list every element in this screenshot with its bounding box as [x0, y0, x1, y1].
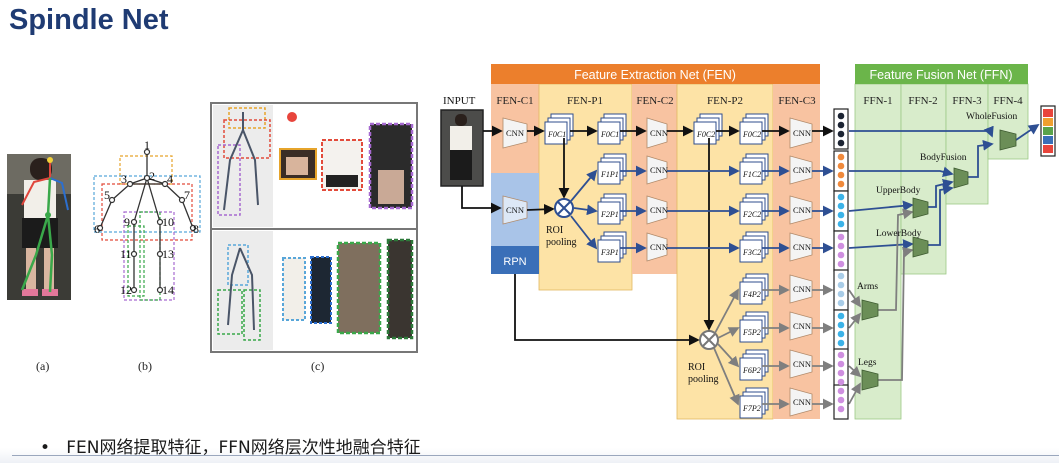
- feature-label: F2P1: [600, 210, 619, 219]
- node-arms: Arms: [857, 282, 878, 292]
- cnn-label: CNN: [650, 128, 668, 138]
- divider-rule: [12, 455, 1059, 456]
- cnn-label: CNN: [793, 242, 811, 252]
- col-ffn-4: FFN-4: [993, 95, 1023, 107]
- keypoint-14: 14: [162, 283, 174, 297]
- feature-vectors: [833, 108, 849, 420]
- fen-header-label: Feature Extraction Net (FEN): [574, 68, 736, 82]
- keypoint-12: 12: [120, 283, 132, 297]
- node-lowerbody: LowerBody: [876, 229, 922, 239]
- feature-label: F6P2: [742, 366, 761, 375]
- cnn-label: CNN: [650, 242, 668, 252]
- roi-label: ROI: [688, 362, 705, 373]
- cnn-label: CNN: [506, 205, 524, 215]
- slide-title: Spindle Net: [9, 4, 169, 36]
- keypoint-labels: 1 2 3 4 5 6 7 8 9 10 11 13 12 14: [94, 138, 199, 297]
- bullet-text: FEN网络提取特征，FFN网络层次性地融合特征: [66, 438, 421, 458]
- ffn-header: [855, 64, 1028, 84]
- keypoint-1: 1: [144, 138, 150, 152]
- feature-label: F2C2: [742, 210, 761, 219]
- feature-label: F3C2: [742, 248, 761, 257]
- black-arrows: [461, 125, 834, 346]
- feature-label: F0C1: [600, 130, 619, 139]
- col-fen-c1: FEN-C1: [496, 95, 533, 107]
- ffn-header-label: Feature Fusion Net (FFN): [869, 68, 1012, 82]
- node-upperbody: UpperBody: [876, 186, 921, 196]
- vector-dots: [837, 112, 845, 413]
- feature-label: F5P2: [742, 328, 761, 337]
- fen-header: [491, 64, 820, 84]
- bullet-dot: •: [40, 438, 67, 458]
- keypoint-5: 5: [104, 188, 110, 202]
- node-wholefusion: WholeFusion: [966, 112, 1017, 122]
- keypoint-11: 11: [120, 247, 132, 261]
- col-fen-p2: FEN-P2: [707, 95, 743, 107]
- bullet-item: • FEN网络提取特征，FFN网络层次性地融合特征: [40, 433, 421, 458]
- blue-arrows: [570, 123, 1040, 254]
- feature-label: F3P1: [600, 248, 619, 257]
- skeleton-diagram-b: [93, 148, 201, 301]
- feature-label: F1P1: [600, 170, 619, 179]
- cnn-label: CNN: [793, 284, 811, 294]
- feature-label: F0C2: [742, 130, 761, 139]
- gray-arrows: [713, 208, 914, 410]
- col-ffn-3: FFN-3: [952, 95, 982, 107]
- feature-label: F7P2: [742, 404, 761, 413]
- input-image: [440, 109, 484, 187]
- cnn-label: CNN: [793, 359, 811, 369]
- rpn-label: RPN: [503, 256, 526, 268]
- cnn-label: CNN: [793, 205, 811, 215]
- keypoint-6: 6: [94, 222, 100, 236]
- ffn-1-column: [854, 83, 902, 420]
- col-fen-p1: FEN-P1: [567, 95, 603, 107]
- pose-region-figure: 1 2 3 4 5 6 7 8 9 10 11 13 12 14: [7, 102, 418, 353]
- roi-label: pooling: [546, 237, 577, 248]
- col-fen-c3: FEN-C3: [778, 95, 816, 107]
- keypoint-7: 7: [184, 188, 190, 202]
- region-crops-c: [210, 102, 418, 353]
- label-a: (a): [36, 359, 50, 373]
- cnn-label: CNN: [793, 128, 811, 138]
- keypoint-4: 4: [167, 172, 173, 186]
- roi-label: pooling: [688, 374, 719, 385]
- spindle-net-architecture: Feature Extraction Net (FEN) Feature Fus…: [440, 64, 1056, 420]
- feature-label: F0C2: [696, 130, 715, 139]
- label-b: (b): [138, 359, 152, 373]
- cnn-label: CNN: [793, 165, 811, 175]
- roi-pooling-node: [699, 330, 719, 350]
- roi-label: ROI: [546, 225, 563, 236]
- cnn-label: CNN: [650, 165, 668, 175]
- col-fen-c2: FEN-C2: [636, 95, 673, 107]
- keypoint-9: 9: [124, 215, 130, 229]
- keypoint-8: 8: [193, 222, 199, 236]
- keypoint-10: 10: [162, 215, 174, 229]
- feature-maps: [544, 113, 769, 419]
- input-label: INPUT: [443, 95, 476, 107]
- node-bodyfusion: BodyFusion: [920, 153, 967, 163]
- cnn-label: CNN: [650, 205, 668, 215]
- cnn-blocks: [502, 117, 813, 417]
- node-legs: Legs: [858, 358, 877, 368]
- cnn-label: CNN: [793, 397, 811, 407]
- col-ffn-2: FFN-2: [908, 95, 937, 107]
- fusion-blocks: [861, 129, 1017, 391]
- roi-pooling-node: [554, 198, 574, 218]
- output-vector: [1040, 105, 1056, 157]
- cnn-label: CNN: [506, 128, 524, 138]
- col-ffn-1: FFN-1: [863, 95, 892, 107]
- keypoint-3: 3: [121, 172, 127, 186]
- feature-label: F4P2: [742, 290, 761, 299]
- pedestrian-photo-a: [7, 154, 71, 300]
- feature-label: F0C1: [547, 130, 566, 139]
- label-c: (c): [311, 359, 325, 373]
- keypoint-13: 13: [162, 247, 174, 261]
- cnn-label: CNN: [793, 321, 811, 331]
- feature-label: F1C2: [742, 170, 761, 179]
- keypoint-2: 2: [149, 169, 155, 183]
